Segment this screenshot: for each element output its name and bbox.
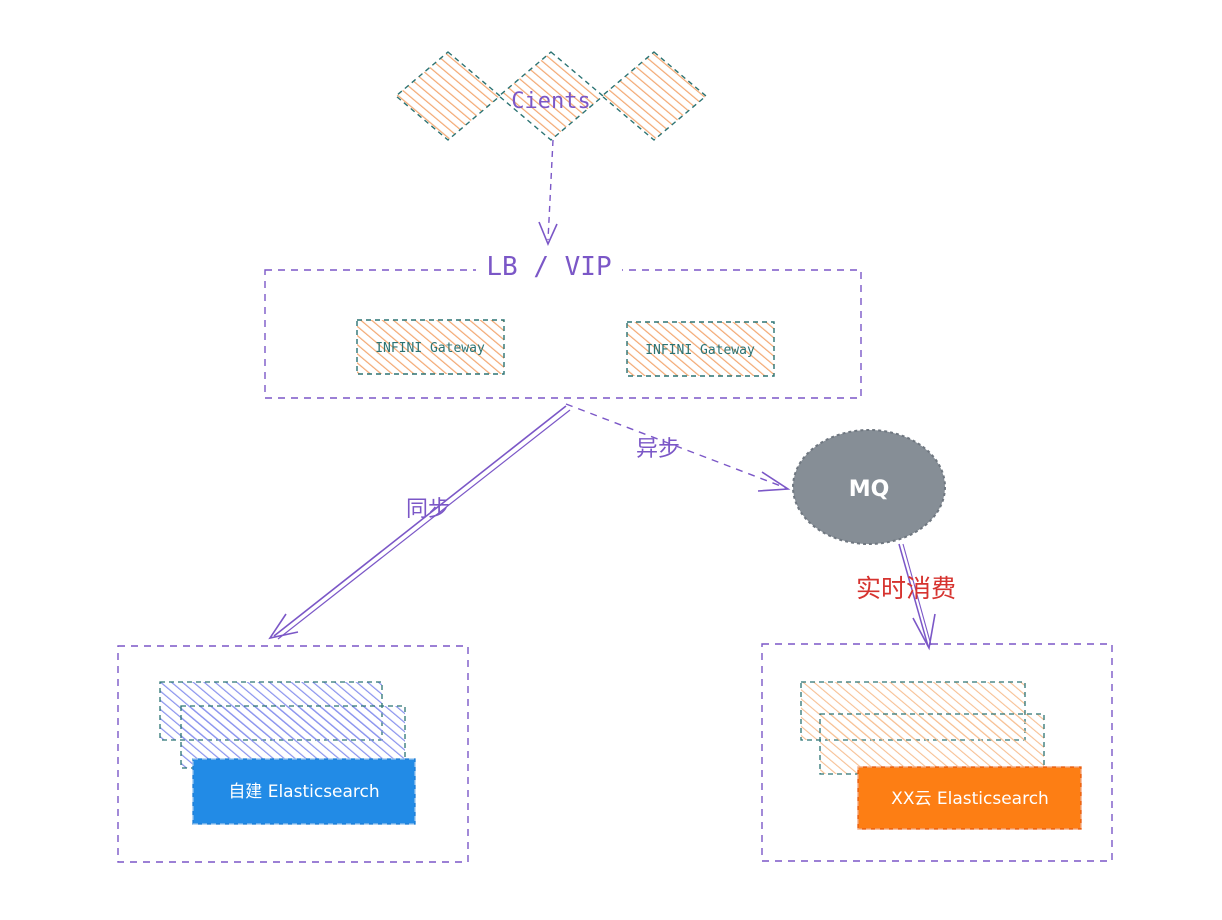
lb-vip-container: LB / VIP bbox=[264, 252, 862, 399]
arrowhead bbox=[538, 221, 558, 247]
mq-label: MQ bbox=[849, 477, 890, 502]
consume-label: 实时消费 bbox=[856, 574, 956, 603]
gateway-label: INFINI Gateway bbox=[645, 343, 755, 358]
mq-node: MQ bbox=[792, 429, 946, 545]
es-cloud-label: XX云 Elasticsearch bbox=[891, 789, 1049, 809]
gateway-box-2: INFINI Gateway bbox=[626, 321, 775, 377]
es-self-container: 自建 Elasticsearch bbox=[117, 645, 469, 863]
edge-sync: 同步 bbox=[268, 405, 571, 640]
arrowhead bbox=[912, 613, 936, 651]
es-cloud-container: XX云 Elasticsearch bbox=[761, 643, 1113, 862]
lb-label-backdrop bbox=[476, 252, 622, 282]
es-self-label: 自建 Elasticsearch bbox=[228, 782, 379, 802]
arrowhead bbox=[268, 613, 299, 640]
clients-node: Cients bbox=[394, 51, 708, 141]
lb-vip-label: LB / VIP bbox=[486, 252, 611, 282]
client-diamond-center bbox=[497, 51, 605, 141]
gateway-box-1: INFINI Gateway bbox=[356, 319, 505, 375]
edge-clients-to-lb bbox=[538, 139, 558, 247]
client-diamond-left bbox=[394, 51, 502, 141]
client-diamond-right bbox=[600, 51, 708, 141]
clients-label: Cients bbox=[511, 89, 590, 114]
es-self-layer-front bbox=[192, 758, 416, 825]
async-label: 异步 bbox=[636, 437, 680, 462]
sync-label: 同步 bbox=[406, 497, 450, 522]
gateway-label: INFINI Gateway bbox=[375, 341, 485, 356]
es-cloud-layer-middle bbox=[819, 713, 1045, 775]
arrowhead bbox=[757, 471, 791, 492]
edge-async: 异步 bbox=[565, 403, 791, 492]
edge-consume: 实时消费 bbox=[856, 543, 956, 651]
es-self-layer-middle bbox=[180, 705, 406, 769]
